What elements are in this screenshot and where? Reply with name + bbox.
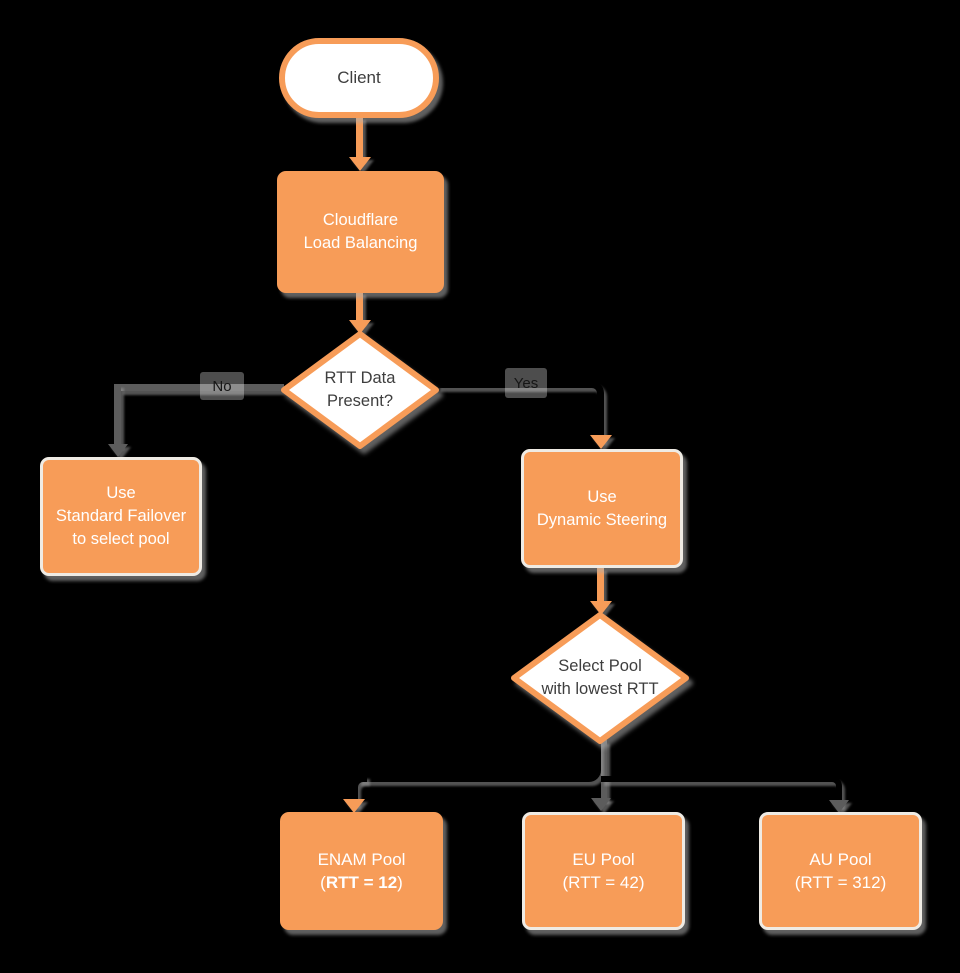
failover-line2: Standard Failover — [55, 507, 187, 525]
arrowhead-lb-to-rtt-decision — [349, 320, 371, 334]
node-use-dynamic-steering: Use Dynamic Steering — [521, 449, 683, 568]
connector-no-branch-vertical — [114, 384, 121, 446]
decision-diamond-shape — [281, 331, 439, 449]
eu-pool-name: EU Pool — [572, 850, 635, 869]
rtt-decision-line2: Present? — [326, 392, 394, 410]
steering-line1: Use — [587, 487, 617, 506]
select-pool-line1: Select Pool — [558, 657, 642, 675]
enam-paren-open: ( — [320, 873, 326, 892]
failover-line1: Use — [106, 484, 136, 502]
edge-label-no-text: No — [212, 377, 232, 395]
node-use-standard-failover: Use Standard Failover to select pool — [40, 457, 202, 576]
node-rtt-data-present-decision: RTT Data Present? — [280, 330, 440, 450]
node-lb-label-line1: Cloudflare — [322, 211, 399, 229]
node-client: Client — [279, 38, 439, 118]
select-pool-line2: with lowest RTT — [541, 680, 659, 698]
node-rtt-decision-text: RTT Data Present? — [280, 330, 440, 450]
enam-rtt-bold: RTT = 12 — [325, 873, 398, 892]
rtt-decision-line1: RTT Data — [324, 369, 396, 387]
steering-line2: Dynamic Steering — [536, 510, 668, 529]
node-cloudflare-load-balancing: Cloudflare Load Balancing — [277, 171, 444, 293]
arrowhead-client-to-lb — [349, 157, 371, 171]
failover-line3: to select pool — [72, 530, 170, 548]
eu-pool-rtt: (RTT = 42) — [562, 873, 645, 892]
edge-label-yes-text: Yes — [513, 374, 539, 392]
connector-client-to-lb — [356, 116, 363, 160]
arrowhead-steering-to-select-pool — [590, 601, 612, 615]
node-select-pool-text: Select Pool with lowest RTT — [510, 611, 690, 745]
connector-select-to-eu-vertical — [601, 740, 607, 800]
arrowhead-select-to-au — [829, 800, 849, 813]
node-eu-pool: EU Pool (RTT = 42) — [522, 812, 685, 930]
connector-no-branch-horizontal — [120, 384, 284, 391]
node-enam-pool: ENAM Pool (RTT = 12) — [280, 812, 443, 930]
enam-pool-name: ENAM Pool — [317, 850, 406, 869]
connector-select-to-enam-elbow-right — [358, 740, 601, 782]
edge-label-yes: Yes — [505, 368, 547, 398]
node-lb-label-line2: Load Balancing — [303, 234, 418, 252]
arrowhead-select-to-eu — [591, 798, 611, 811]
decision-diamond-shape — [511, 612, 689, 744]
node-au-pool: AU Pool (RTT = 312) — [759, 812, 922, 930]
connector-steering-to-select-pool — [597, 567, 604, 603]
au-pool-rtt: (RTT = 312) — [794, 873, 887, 892]
au-pool-name: AU Pool — [809, 850, 872, 869]
arrowhead-no-to-standard-failover — [108, 444, 128, 457]
edge-label-no: No — [200, 372, 244, 400]
connector-yes-branch-elbow — [437, 381, 604, 441]
connector-select-to-enam-elbow-left — [351, 775, 367, 805]
arrowhead-select-to-enam — [343, 799, 365, 813]
node-select-pool-decision: Select Pool with lowest RTT — [510, 611, 690, 745]
arrowhead-yes-to-dynamic-steering — [590, 435, 612, 449]
connector-select-to-au-elbow — [601, 776, 842, 806]
node-client-label: Client — [337, 68, 381, 87]
enam-paren-close: ) — [397, 873, 403, 892]
enam-pool-rtt: (RTT = 12) — [320, 871, 403, 894]
connector-lb-to-rtt-decision — [356, 291, 363, 323]
